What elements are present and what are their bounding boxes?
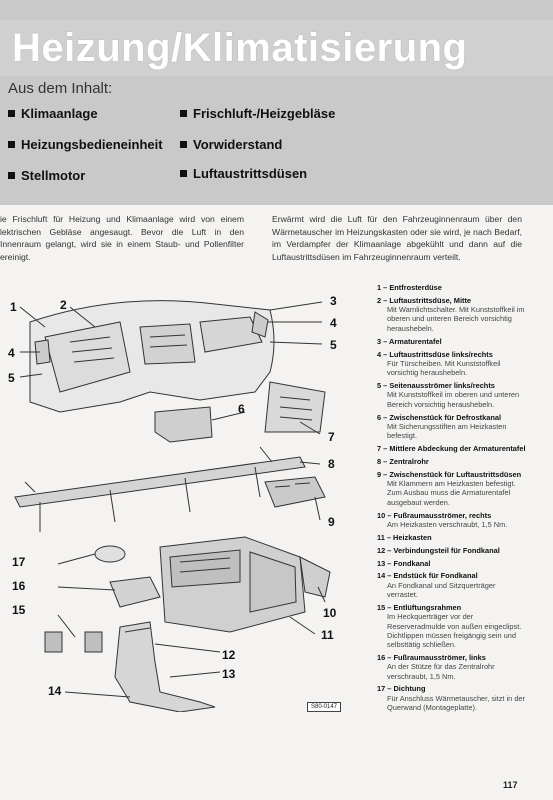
legend-desc: An Fondkanal und Sitzquerträger verraste… [387, 580, 496, 600]
figure-code: S80-0147 [307, 702, 342, 712]
callout-13: 13 [222, 667, 236, 681]
callout-15: 15 [12, 603, 26, 617]
legend-desc: Mit Sicherungsstiften am Heizkasten befe… [387, 421, 507, 441]
contents-item-label: Luftaustrittsdüsen [193, 166, 308, 181]
parts-legend: 1 – Entfrosterdüse 2 – Luftaustrittsdüse… [377, 283, 527, 716]
legend-item: 7 – Mittlere Abdeckung der Armaturentafe… [377, 444, 527, 453]
contents-item-label: Stellmotor [21, 168, 86, 183]
callout-5-right: 5 [330, 338, 337, 352]
contents-item-heizungsbedieneinheit: Heizungsbedieneinheit [8, 137, 163, 152]
bullet-square-icon [8, 141, 15, 148]
legend-label: 17 – Dichtung [377, 684, 426, 694]
callout-12: 12 [222, 648, 236, 662]
contents-item-luftaustrittsduesen: Luftaustrittsdüsen [180, 166, 307, 181]
callout-17: 17 [12, 555, 26, 569]
legend-label: 10 – Fußraumausströmer, rechts [377, 510, 492, 520]
legend-label: 1 – Entfrosterdüse [377, 283, 442, 292]
legend-desc: Im Heckquerträger vor der Reserveradmuld… [387, 612, 522, 650]
legend-item: 13 – Fondkanal [377, 559, 527, 568]
contents-item-stellmotor: Stellmotor [8, 168, 85, 183]
intro-right: Erwärmt wird die Luft für den Fahrzeugin… [272, 214, 522, 262]
legend-label: 15 – Entlüftungsrahmen [377, 602, 462, 612]
contents-item-label: Klimaanlage [21, 106, 98, 121]
legend-desc: Mit Klammern am Heizkasten befestigt. Zu… [387, 479, 516, 507]
intro-left: ie Frischluft für Heizung und Klimaanlag… [0, 214, 244, 262]
callout-11: 11 [321, 628, 334, 642]
legend-item: 1 – Entfrosterdüse [377, 283, 527, 292]
callout-16: 16 [12, 579, 26, 593]
bullet-square-icon [180, 170, 187, 177]
callout-9: 9 [328, 515, 335, 529]
callout-1: 1 [10, 300, 17, 314]
bullet-square-icon [8, 110, 15, 117]
callout-4-right: 4 [330, 316, 337, 330]
contents-item-label: Frischluft-/Heizgebläse [193, 106, 336, 121]
legend-label: 12 – Verbindungsteil für Fondkanal [377, 545, 500, 555]
callout-3: 3 [330, 294, 337, 308]
bullet-square-icon [180, 141, 187, 148]
bullet-square-icon [8, 172, 15, 179]
legend-label: 2 – Luftaustrittsdüse, Mitte [377, 295, 472, 305]
callout-5-left: 5 [8, 371, 15, 385]
legend-label: 16 – Fußraumausströmer, links [377, 653, 486, 662]
legend-label: 8 – Zentralrohr [377, 456, 429, 466]
contents-item-vorwiderstand: Vorwiderstand [180, 137, 282, 152]
legend-label: 4 – Luftaustrittsdüse links/rechts [377, 349, 493, 359]
bullet-square-icon [180, 110, 187, 117]
callout-2: 2 [60, 298, 67, 312]
legend-item: 11 – Heizkasten [377, 533, 527, 542]
contents-heading: Aus dem Inhalt: [8, 80, 113, 97]
legend-desc: Für Türscheiben. Mit Kunststoffkeil vors… [387, 358, 501, 378]
legend-label: 5 – Seitenausströmer links/rechts [377, 381, 495, 391]
contents-item-klimaanlage: Klimaanlage [8, 106, 98, 121]
legend-item: 3 – Armaturentafel [377, 337, 527, 346]
legend-desc: Mit Kunststoffkeil im oberen und unteren… [387, 390, 520, 409]
legend-label: 11 – Heizkasten [377, 532, 432, 542]
legend-label: 14 – Endstück für Fondkanal [377, 571, 478, 581]
callout-8: 8 [328, 457, 335, 471]
legend-label: 9 – Zwischenstück für Luftaustrittsdüsen [377, 469, 522, 479]
chapter-header: Heizung/Klimatisierung Aus dem Inhalt: K… [0, 0, 553, 205]
title-bar [0, 20, 553, 76]
chapter-title: Heizung/Klimatisierung [12, 26, 468, 70]
legend-desc: Am Heizkasten verschraubt, 1,5 Nm. [387, 519, 508, 529]
legend-item: 9 – Zwischenstück für Luftaustrittsdüsen… [377, 470, 527, 507]
exploded-diagram [0, 282, 345, 713]
legend-desc: An der Stütze für das Zentralrohr versch… [387, 662, 495, 681]
diagram-drawing [14, 300, 331, 713]
legend-label: 13 – Fondkanal [377, 558, 431, 568]
legend-item: 8 – Zentralrohr [377, 457, 527, 466]
legend-label: 7 – Mittlere Abdeckung der Armaturentafe… [377, 444, 526, 454]
contents-item-frischluftgeblaese: Frischluft-/Heizgebläse [180, 106, 335, 121]
callout-4-left: 4 [8, 346, 15, 360]
callout-7: 7 [328, 430, 335, 444]
callout-14: 14 [48, 684, 62, 698]
legend-label: 6 – Zwischenstück für Defrostkanal [377, 412, 502, 422]
page-number: 117 [503, 780, 518, 790]
contents-item-label: Heizungsbedieneinheit [21, 137, 163, 152]
contents-item-label: Vorwiderstand [193, 137, 283, 152]
legend-item: 12 – Verbindungsteil für Fondkanal [377, 546, 527, 555]
callout-10: 10 [323, 606, 337, 620]
legend-label: 3 – Armaturentafel [377, 336, 442, 346]
callout-6: 6 [238, 402, 245, 416]
legend-desc: Für Anschluss Wärmetauscher, sitzt in de… [387, 693, 526, 713]
legend-desc: Mit Warnlichtschalter. Mit Kunststoffkei… [387, 305, 525, 333]
